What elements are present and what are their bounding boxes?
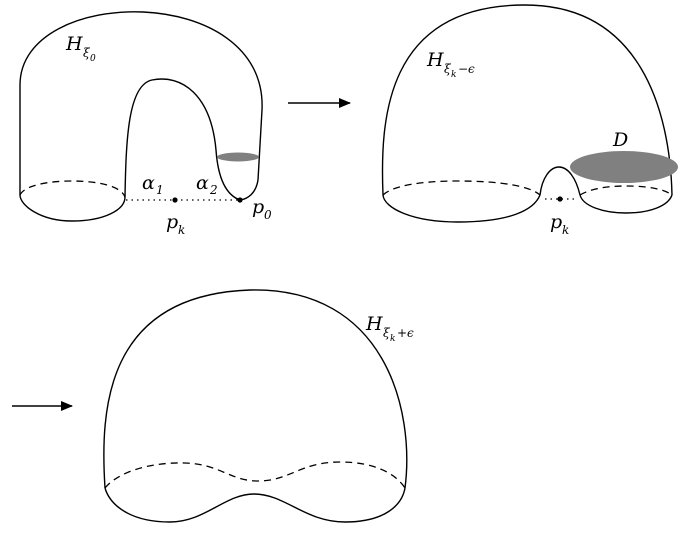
label-xi: ξ <box>83 46 91 60</box>
surface-outline-2 <box>381 4 673 196</box>
boundary-back-3 <box>104 461 406 489</box>
point-pk-2 <box>557 196 563 202</box>
label-alpha2: α <box>196 172 209 194</box>
neck-bump <box>539 166 581 196</box>
label-p0-sub: 0 <box>264 208 272 222</box>
label-xi-sub: 0 <box>90 54 96 64</box>
surface-outline-3 <box>103 289 408 489</box>
point-pk <box>172 197 178 203</box>
label-pk-sub-2: k <box>562 223 569 237</box>
disk-d <box>570 151 678 183</box>
label-xi-sub-2: k <box>451 70 456 80</box>
label-h: H <box>65 33 83 55</box>
boundary-back <box>19 180 126 198</box>
label-alpha2-sub: 2 <box>209 183 218 197</box>
label-eps-2: −ϵ <box>458 62 475 76</box>
label-p0: p <box>252 196 264 218</box>
label-h-2: H <box>426 49 444 71</box>
label-xi-2: ξ <box>444 62 452 76</box>
point-p0 <box>237 197 243 203</box>
label-d: D <box>612 129 628 151</box>
boundary-left-front-2 <box>382 194 541 223</box>
label-pk: p <box>166 211 178 233</box>
label-eps-3: +ϵ <box>397 326 414 340</box>
label-alpha1-sub: 1 <box>156 183 164 197</box>
grey-disk-small <box>217 152 259 162</box>
label-pk-sub: k <box>178 223 185 237</box>
boundary-right-front-2 <box>579 194 673 214</box>
surface-outline-outer <box>19 11 263 195</box>
label-h-3: H <box>365 313 383 335</box>
label-xi-3: ξ <box>383 326 391 340</box>
panel-h-xi-k-plus-eps: H ξ k +ϵ <box>103 289 414 523</box>
boundary-front <box>19 194 126 222</box>
label-alpha1: α <box>142 172 155 194</box>
label-pk-2: p <box>550 211 562 233</box>
surface-outline-inner <box>124 78 241 201</box>
boundary-left-back-2 <box>382 180 541 196</box>
boundary-front-3 <box>104 487 406 523</box>
label-xi-sub-3: k <box>390 334 395 344</box>
panel-h-xi-k-minus-eps: H ξ k −ϵ D p k <box>381 4 678 237</box>
panel-h-xi-0: H ξ 0 α 1 α 2 p k p 0 <box>19 11 272 237</box>
boundary-right-back-2 <box>579 185 673 196</box>
